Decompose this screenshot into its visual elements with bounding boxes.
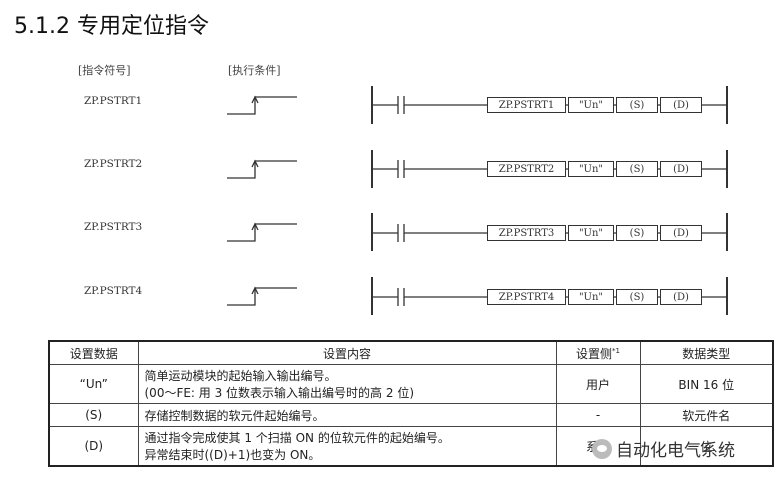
header-data-type: 数据类型 bbox=[639, 340, 774, 365]
operand-s-box: (S) bbox=[616, 289, 658, 305]
operand-un-box: "Un" bbox=[568, 225, 614, 241]
instruction-box: ZP.PSTRT3 bbox=[487, 225, 566, 241]
rising-edge-icon bbox=[227, 286, 297, 306]
watermark-text: 自动化电气系统 bbox=[616, 441, 735, 461]
instruction-label-1: ZP.PSTRT1 bbox=[84, 95, 143, 107]
operand-un-box: "Un" bbox=[568, 97, 614, 113]
header-setting-content: 设置内容 bbox=[137, 340, 557, 365]
rising-edge-icon bbox=[227, 222, 297, 242]
cell-setting-side: - bbox=[555, 403, 641, 427]
operand-s-box: (S) bbox=[616, 97, 658, 113]
table-row: “Un” 简单运动模块的起始输入输出编号。 (00～FE: 用 3 位数表示输入… bbox=[48, 364, 774, 404]
table-row: (S) 存储控制数据的软元件起始编号。 - 软元件名 bbox=[48, 403, 774, 427]
rising-edge-icon bbox=[227, 95, 297, 115]
operand-s-box: (S) bbox=[616, 161, 658, 177]
section-title: 5.1.2 专用定位指令 bbox=[14, 14, 209, 39]
cell-data-type: BIN 16 位 bbox=[639, 364, 774, 404]
cell-setting-content: 简单运动模块的起始输入输出编号。 (00～FE: 用 3 位数表示输入输出编号时… bbox=[137, 364, 557, 404]
cell-setting-content: 通过指令完成使其 1 个扫描 ON 的位软元件的起始编号。 异常结束时((D)+… bbox=[137, 426, 557, 467]
instruction-box: ZP.PSTRT4 bbox=[487, 289, 566, 305]
instruction-symbol-header: [指令符号] bbox=[78, 64, 131, 77]
instruction-label-4: ZP.PSTRT4 bbox=[84, 285, 143, 297]
operand-d-box: (D) bbox=[660, 161, 702, 177]
operand-s-box: (S) bbox=[616, 225, 658, 241]
operand-d-box: (D) bbox=[660, 97, 702, 113]
operand-un-box: "Un" bbox=[568, 289, 614, 305]
instruction-box: ZP.PSTRT1 bbox=[487, 97, 566, 113]
cell-setting-data: (D) bbox=[48, 426, 139, 467]
operand-d-box: (D) bbox=[660, 289, 702, 305]
table-header-row: 设置数据 设置内容 设置侧*1 数据类型 bbox=[48, 340, 774, 365]
setting-data-table: 设置数据 设置内容 设置侧*1 数据类型 “Un” 简单运动模块的起始输入输出编… bbox=[48, 340, 774, 467]
rising-edge-icon bbox=[227, 159, 297, 179]
instruction-label-3: ZP.PSTRT3 bbox=[84, 221, 143, 233]
cell-setting-content: 存储控制数据的软元件起始编号。 bbox=[137, 403, 557, 427]
cell-setting-data: “Un” bbox=[48, 364, 139, 404]
cell-data-type: 位 bbox=[639, 426, 774, 467]
cell-setting-side: 用户 bbox=[555, 364, 641, 404]
watermark: 自动化电气系统 bbox=[592, 436, 735, 461]
instruction-box: ZP.PSTRT2 bbox=[487, 161, 566, 177]
header-setting-data: 设置数据 bbox=[48, 340, 139, 365]
operand-d-box: (D) bbox=[660, 225, 702, 241]
instruction-label-2: ZP.PSTRT2 bbox=[84, 158, 143, 170]
cell-setting-data: (S) bbox=[48, 403, 139, 427]
chat-bubble-icon bbox=[592, 438, 612, 459]
header-setting-side: 设置侧*1 bbox=[555, 340, 641, 365]
execution-condition-header: [执行条件] bbox=[228, 64, 281, 77]
cell-data-type: 软元件名 bbox=[639, 403, 774, 427]
operand-un-box: "Un" bbox=[568, 161, 614, 177]
